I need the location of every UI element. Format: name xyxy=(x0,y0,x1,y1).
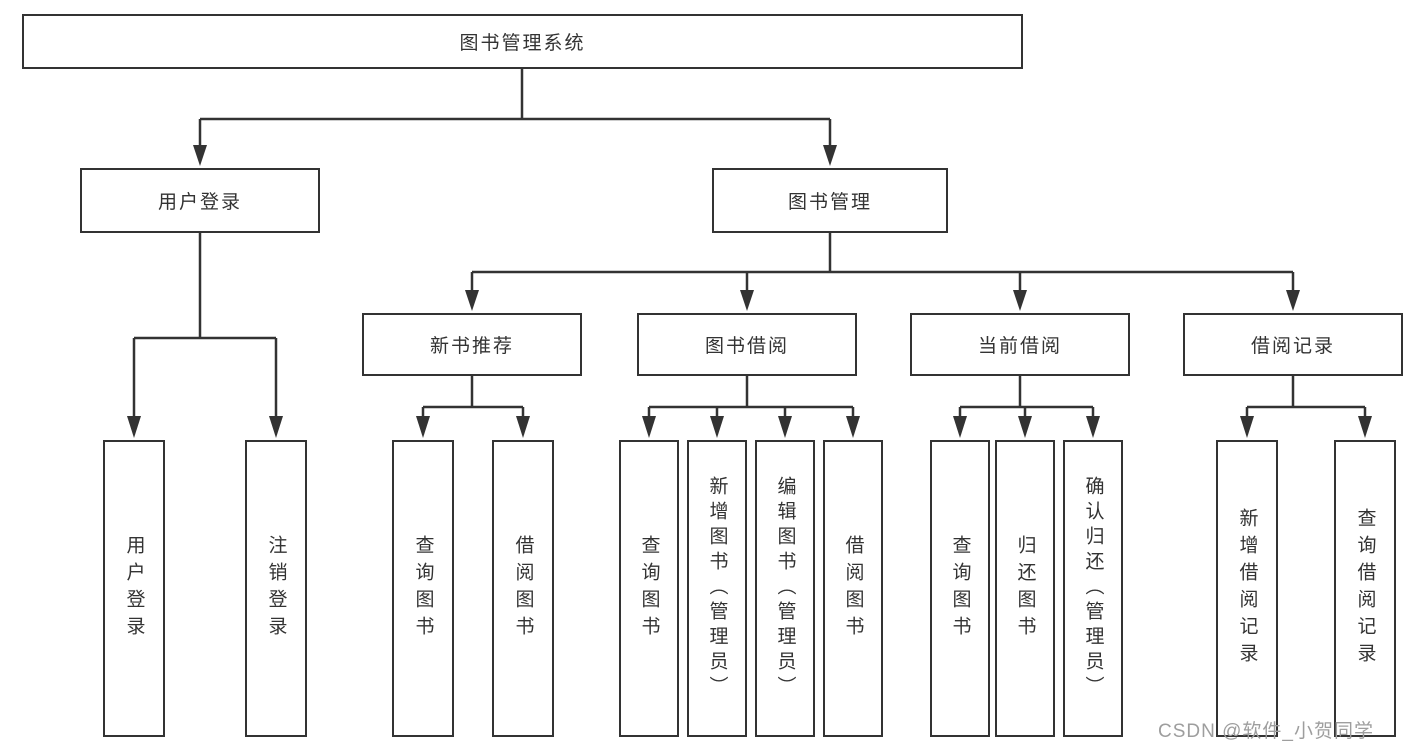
node-leaf-query-books-current: 查询图书 xyxy=(930,440,990,737)
node-leaf-user-login: 用户登录 xyxy=(103,440,165,737)
node-borrow-records: 借阅记录 xyxy=(1183,313,1403,376)
node-book-management: 图书管理 xyxy=(712,168,948,233)
node-leaf-logout: 注销登录 xyxy=(245,440,307,737)
node-leaf-return-books: 归还图书 xyxy=(995,440,1055,737)
node-book-borrow: 图书借阅 xyxy=(637,313,857,376)
node-leaf-borrow-books: 借阅图书 xyxy=(823,440,883,737)
node-current-borrow: 当前借阅 xyxy=(910,313,1130,376)
node-leaf-confirm-return-admin: 确认归还（管理员） xyxy=(1063,440,1123,737)
csdn-watermark: CSDN @软件_小贺同学 xyxy=(1158,721,1374,742)
node-leaf-query-borrow-record: 查询借阅记录 xyxy=(1334,440,1396,737)
node-leaf-add-books-admin: 新增图书（管理员） xyxy=(687,440,747,737)
node-user-login: 用户登录 xyxy=(80,168,320,233)
node-root: 图书管理系统 xyxy=(22,14,1023,69)
node-leaf-add-borrow-record: 新增借阅记录 xyxy=(1216,440,1278,737)
node-leaf-edit-books-admin: 编辑图书（管理员） xyxy=(755,440,815,737)
node-leaf-query-books-recommend: 查询图书 xyxy=(392,440,454,737)
node-new-book-recommend: 新书推荐 xyxy=(362,313,582,376)
node-leaf-borrow-books-recommend: 借阅图书 xyxy=(492,440,554,737)
node-leaf-query-books-borrow: 查询图书 xyxy=(619,440,679,737)
